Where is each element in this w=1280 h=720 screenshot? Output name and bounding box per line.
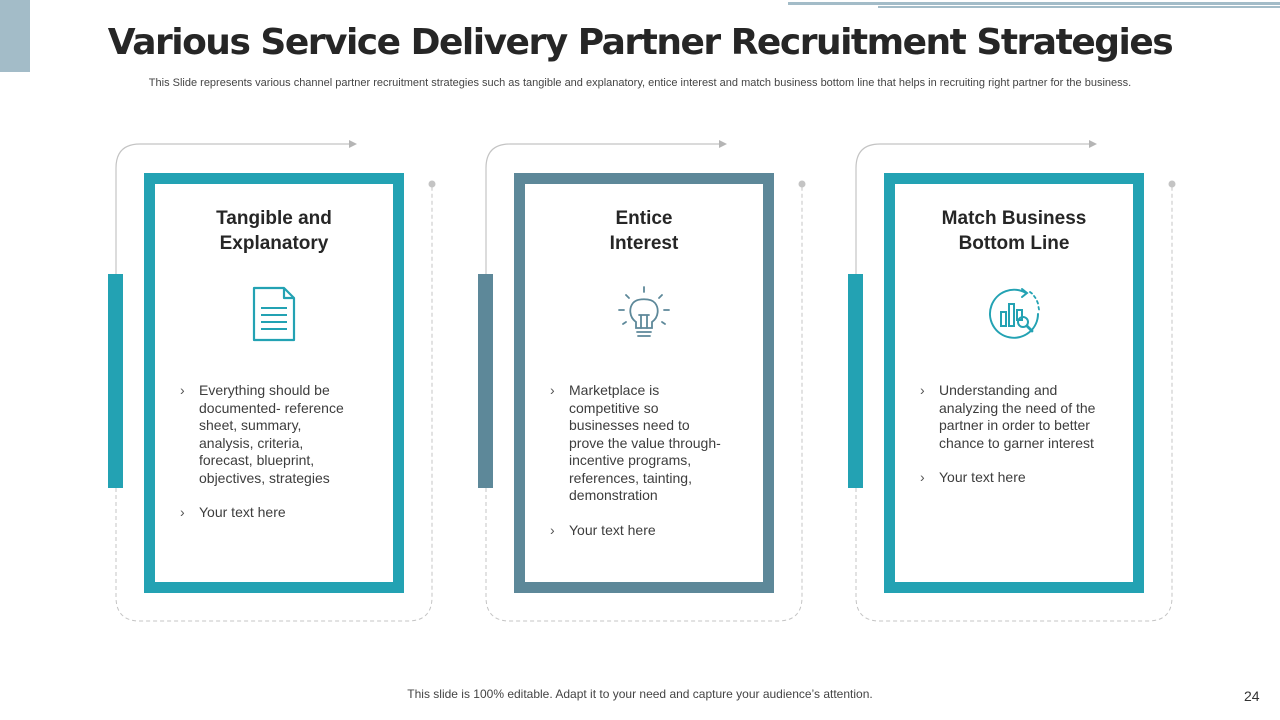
bar-chart-magnifier-icon (989, 288, 1040, 339)
bullet-chevron-icon: › (180, 504, 185, 520)
arrow-head (719, 140, 727, 148)
dashed-frame (485, 186, 803, 622)
footer-note: This slide is 100% editable. Adapt it to… (407, 687, 873, 701)
card-2-side-bar (478, 274, 493, 488)
arrow-head (1089, 140, 1097, 148)
corner-accent-block (0, 0, 30, 72)
arrow-line (855, 143, 1092, 274)
dashed-frame (115, 186, 433, 622)
card-title: Match Business Bottom Line (941, 208, 1087, 254)
bullet-item: › Your text here (920, 469, 1026, 485)
arrow-line (115, 143, 352, 274)
bullet-item: › Your text here (550, 521, 656, 538)
page-number: 24 (1244, 688, 1260, 704)
card-3-decoration (855, 140, 1176, 622)
top-accent-line (788, 2, 1280, 5)
connector-dot (1168, 180, 1176, 188)
dashed-frame (855, 186, 1173, 622)
card-1-side-bar (108, 274, 123, 488)
card-3-side-bar (848, 274, 863, 488)
arrow-line (485, 143, 722, 274)
arrow-head (349, 140, 357, 148)
bullet-chevron-icon: › (550, 521, 555, 538)
connector-dot (798, 180, 806, 188)
strategy-card-tangible-explanatory: Tangible and Explanatory › Everything sh… (144, 173, 404, 593)
lightbulb-icon (618, 286, 670, 337)
bullet-chevron-icon: › (920, 382, 925, 398)
bullet-chevron-icon: › (550, 382, 555, 398)
card-2-decoration (485, 140, 806, 622)
bullet-item: › Your text here (180, 504, 286, 520)
top-accent-line-secondary (878, 6, 1280, 8)
card-title: Tangible and Explanatory (216, 208, 332, 254)
slide-subtitle: This Slide represents various channel pa… (148, 77, 1132, 89)
bullet-chevron-icon: › (920, 469, 925, 485)
card-1-decoration (115, 140, 436, 622)
card-title: Entice Interest (609, 208, 679, 254)
document-icon (252, 286, 296, 342)
bullet-chevron-icon: › (180, 382, 185, 398)
slide-title: Various Service Delivery Partner Recruit… (107, 22, 1174, 63)
connector-dot (428, 180, 436, 188)
strategy-card-match-business-bottom-line: Match Business Bottom Line › Understandi… (884, 173, 1144, 593)
